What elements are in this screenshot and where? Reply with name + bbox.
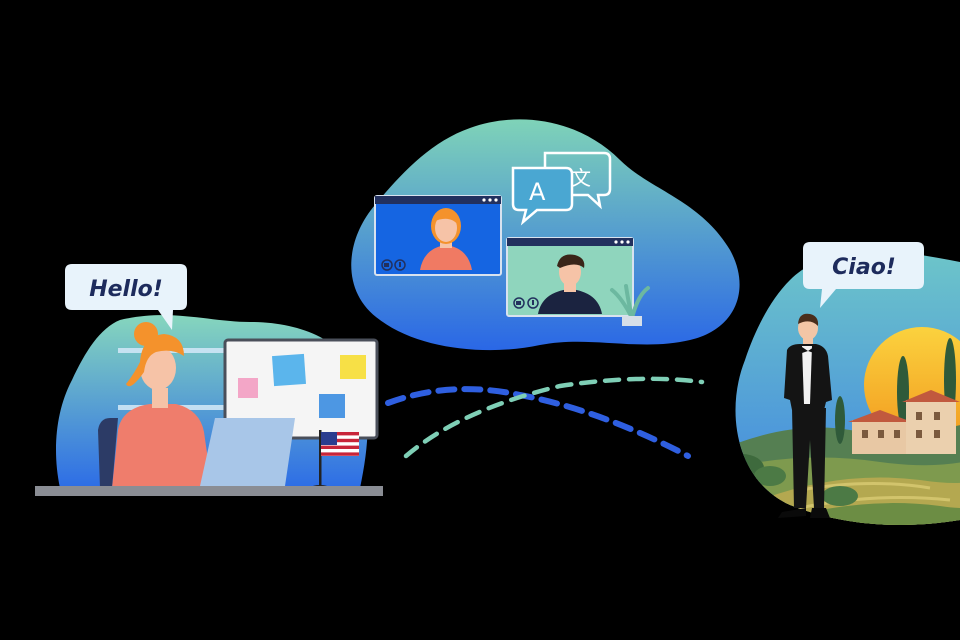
mic-icon	[527, 297, 539, 309]
video-window-man	[506, 237, 634, 317]
office-scene: Hello!	[35, 264, 383, 496]
desk	[35, 486, 383, 496]
translate-icon: A 文	[511, 151, 612, 226]
camera-icon	[381, 259, 393, 271]
ciao-text: Ciao!	[832, 255, 896, 280]
video-window-woman	[374, 195, 502, 276]
ciao-speech-bubble: Ciao!	[803, 242, 924, 308]
camera-icon	[513, 297, 525, 309]
potted-plant	[610, 284, 650, 326]
laptop	[200, 418, 295, 486]
woman-character	[112, 322, 212, 488]
us-flag-icon	[312, 430, 359, 489]
translate-latin-glyph: A	[529, 178, 546, 206]
villa	[848, 390, 960, 454]
dashed-connection-teal	[403, 376, 705, 459]
whiteboard	[223, 338, 379, 440]
italy-scene: Ciao!	[735, 242, 960, 526]
translate-other-glyph: 文	[571, 166, 591, 190]
hello-text: Hello!	[89, 277, 163, 302]
man-character	[778, 313, 832, 518]
mic-icon	[394, 259, 406, 271]
chair	[98, 418, 118, 488]
dashed-connection-blue	[385, 386, 691, 459]
video-call-scene: A 文	[351, 119, 740, 351]
hello-speech-bubble: Hello!	[65, 264, 187, 330]
